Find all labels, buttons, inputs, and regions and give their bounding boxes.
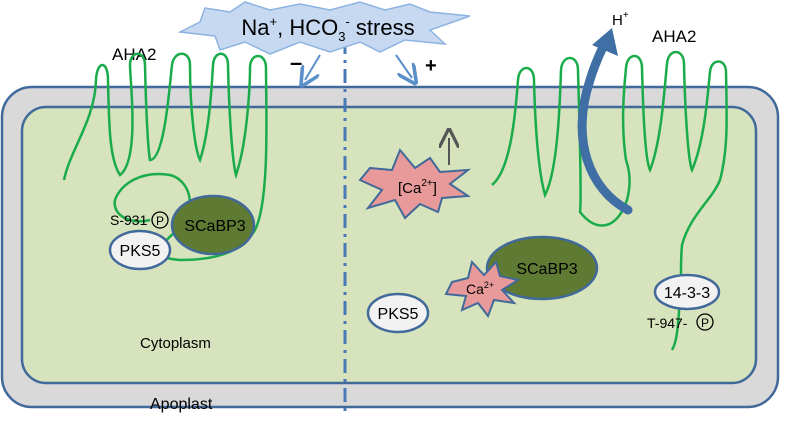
left-pks5	[108, 229, 172, 271]
ca-small-label: Ca2+	[466, 280, 494, 297]
right-aha2-pump	[491, 50, 728, 351]
right-phospho-site: T-947-	[647, 315, 688, 331]
proton-arrow	[577, 35, 633, 215]
negative-arrow	[305, 54, 321, 80]
right-scabp3	[485, 235, 599, 301]
right-pks5-label: PKS5	[378, 306, 419, 323]
protein-14-3-3-label: 14-3-3	[664, 285, 710, 302]
stress-burst	[177, 1, 471, 55]
ca-burst-large-label: [Ca2+]	[398, 178, 437, 197]
protein-14-3-3	[653, 273, 721, 311]
right-aha2-label: AHA2	[652, 27, 696, 46]
left-phospho-mark: P	[156, 214, 164, 228]
proton-label: H+	[612, 10, 629, 29]
left-phospho-circle	[151, 211, 169, 229]
cytoplasm-region	[20, 105, 758, 385]
apoplast-label: Apoplast	[150, 396, 213, 413]
left-scabp3	[170, 194, 256, 256]
right-pks5	[366, 292, 430, 334]
positive-arrow	[395, 54, 412, 78]
negative-sign: –	[290, 50, 302, 75]
proton-arrowhead	[592, 28, 618, 56]
right-scabp3-label: SCaBP3	[516, 261, 577, 278]
ca-burst-small	[444, 259, 521, 319]
ca-burst-large	[358, 148, 472, 220]
left-phospho-site: S-931	[110, 212, 148, 228]
cytoplasm-label: Cytoplasm	[140, 335, 211, 352]
stress-label: Na+, HCO3- stress	[241, 14, 414, 44]
left-pks5-label: PKS5	[120, 243, 161, 260]
right-phospho-circle	[696, 313, 714, 331]
positive-sign: +	[425, 55, 437, 77]
left-scabp3-label: SCaBP3	[184, 218, 245, 235]
right-phospho-mark: P	[701, 316, 709, 330]
